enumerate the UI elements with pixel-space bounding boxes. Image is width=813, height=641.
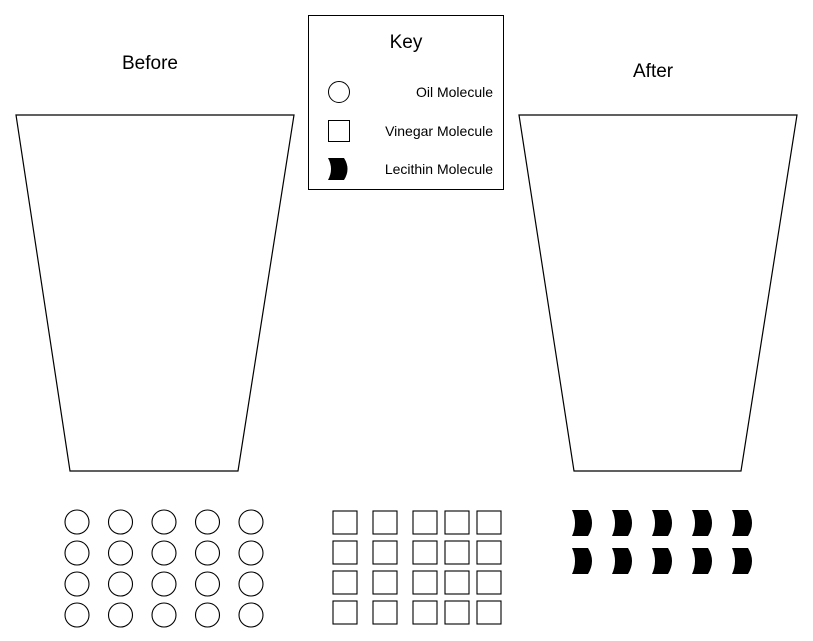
vinegar-molecule (412, 510, 438, 535)
vinegar-molecule (476, 510, 502, 535)
key-label-lecithin: Lecithin Molecule (384, 161, 493, 177)
vinegar-molecule (332, 540, 358, 565)
oil-molecule (151, 602, 177, 628)
oil-molecule (64, 602, 90, 628)
vinegar-molecule (332, 570, 358, 595)
before-cup (15, 114, 295, 472)
vinegar-molecule (412, 600, 438, 625)
key-legend: Key Oil Molecule Vinegar Molecule Lecith… (308, 15, 504, 190)
oil-molecule (151, 571, 177, 597)
vinegar-molecule (476, 570, 502, 595)
vinegar-molecule (412, 540, 438, 565)
key-label-oil: Oil Molecule (415, 84, 493, 100)
oil-molecule (64, 509, 90, 535)
oil-molecule (194, 602, 221, 628)
lecithin-molecule (692, 510, 712, 536)
key-label-vinegar: Vinegar Molecule (385, 123, 493, 139)
lecithin-molecule (732, 548, 752, 574)
oil-molecule (238, 509, 264, 535)
oil-molecule (194, 540, 221, 566)
vinegar-molecule (476, 540, 502, 565)
vinegar-molecule (372, 600, 398, 625)
oil-molecule (151, 540, 177, 566)
oil-molecule (107, 509, 134, 535)
oil-molecule-group (64, 509, 264, 628)
lecithin-molecule (652, 548, 672, 574)
vinegar-molecule (444, 570, 470, 595)
lecithin-molecule (732, 510, 752, 536)
lecithin-icon (328, 158, 348, 180)
lecithin-molecule (612, 510, 632, 536)
oil-molecule (107, 540, 134, 566)
vinegar-molecule (332, 510, 358, 535)
lecithin-molecule (612, 548, 632, 574)
lecithin-molecule (572, 510, 592, 536)
before-title: Before (122, 53, 178, 74)
key-row-vinegar: Vinegar Molecule (309, 119, 503, 143)
oil-molecule (64, 571, 90, 597)
square-icon (328, 120, 350, 142)
lecithin-molecule (692, 548, 712, 574)
vinegar-molecule (444, 600, 470, 625)
oil-molecule (194, 571, 221, 597)
vinegar-molecule (444, 510, 470, 535)
oil-molecule (107, 571, 134, 597)
oil-molecule (194, 509, 221, 535)
lecithin-molecule (572, 548, 592, 574)
oil-molecule (151, 509, 177, 535)
key-row-oil: Oil Molecule (309, 80, 503, 104)
oil-molecule (238, 571, 264, 597)
vinegar-molecule (412, 570, 438, 595)
lecithin-molecule (652, 510, 672, 536)
lecithin-molecule-group (572, 510, 752, 574)
vinegar-molecule (372, 540, 398, 565)
circle-icon (328, 81, 350, 103)
oil-molecule (64, 540, 90, 566)
oil-molecule (107, 602, 134, 628)
vinegar-molecule (332, 600, 358, 625)
vinegar-molecule (372, 510, 398, 535)
oil-molecule (238, 540, 264, 566)
after-cup (518, 114, 798, 472)
vinegar-molecule (372, 570, 398, 595)
vinegar-molecule (444, 540, 470, 565)
vinegar-molecule (476, 600, 502, 625)
key-title: Key (389, 32, 423, 53)
after-title: After (633, 61, 674, 82)
oil-molecule (238, 602, 264, 628)
key-row-lecithin: Lecithin Molecule (309, 157, 503, 181)
vinegar-molecule-group (332, 510, 502, 625)
